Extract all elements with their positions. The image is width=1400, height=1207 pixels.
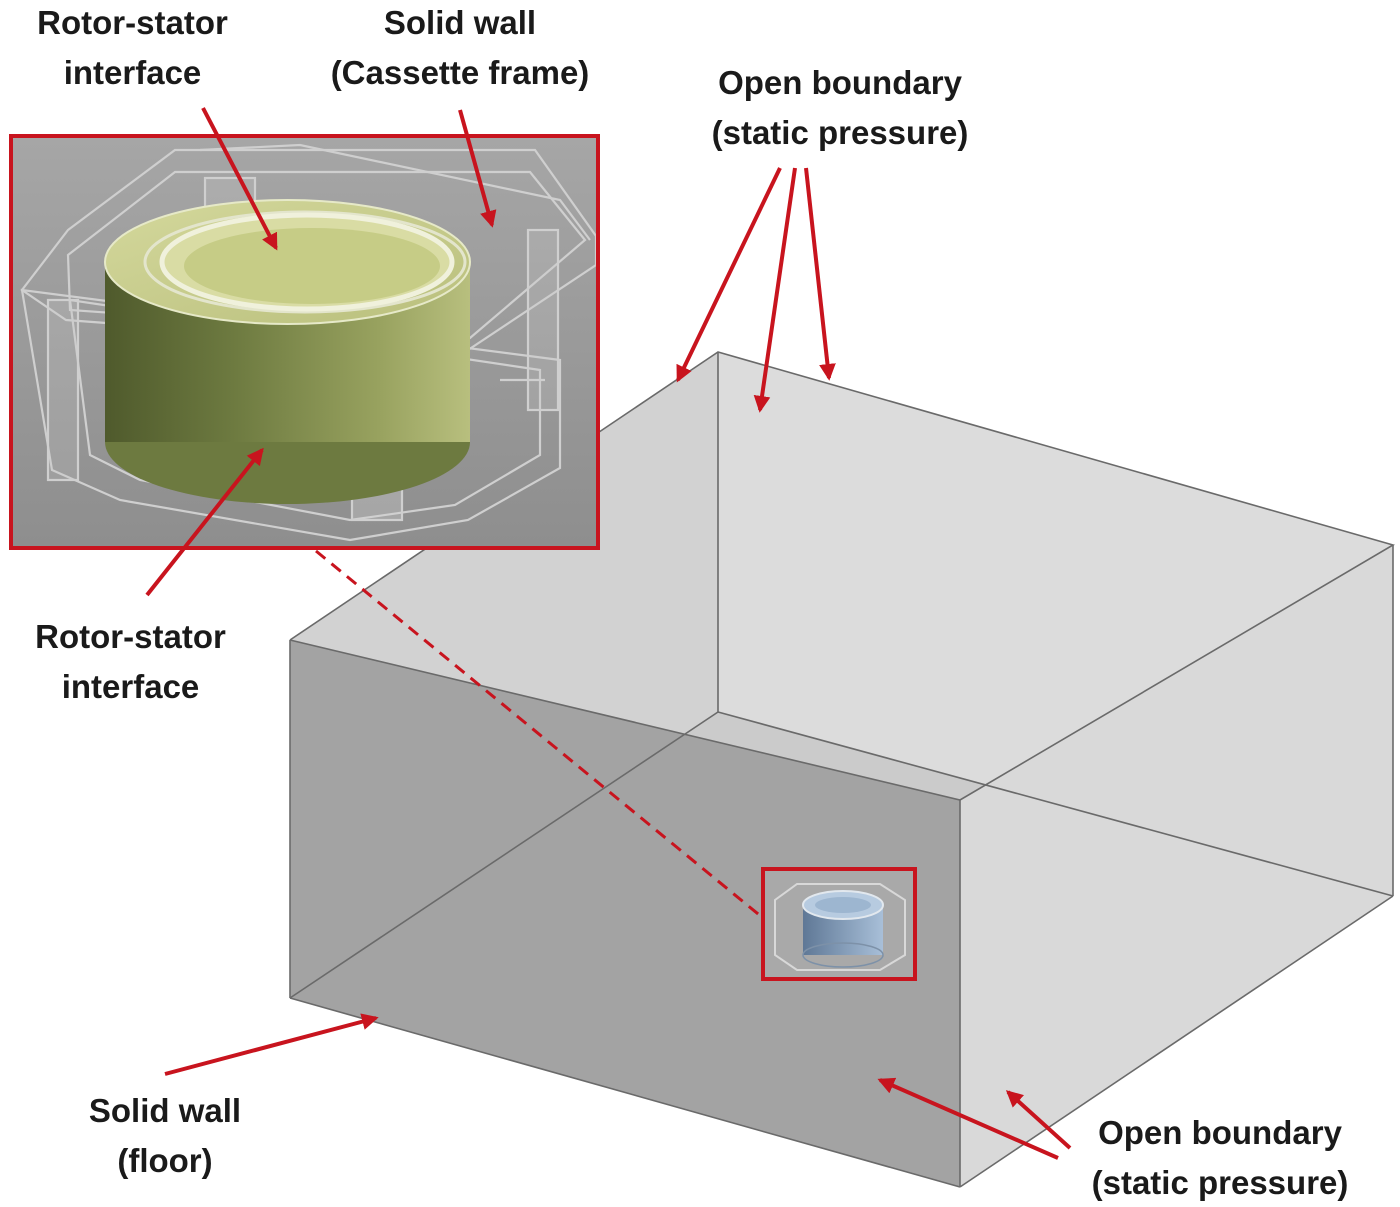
arrow-open-bottom-right	[1005, 1090, 1072, 1150]
label-line: Solid wall	[383, 4, 537, 41]
label-rotor-stator-interface-mid: Rotor-stator interface	[18, 612, 243, 712]
zoom-inset	[9, 134, 600, 550]
annotation-arrows	[145, 107, 1072, 1160]
label-open-boundary-top: Open boundary (static pressure)	[690, 58, 990, 158]
arrow-open-top-3	[804, 167, 836, 381]
arrow-solid-wall-floor	[164, 1013, 379, 1076]
label-line: Rotor-stator	[37, 4, 228, 41]
label-solid-wall-floor: Solid wall (floor)	[60, 1086, 270, 1186]
arrow-rotor-mid	[145, 447, 264, 597]
device-thumbnail	[761, 867, 917, 981]
label-line: (Cassette frame)	[330, 54, 590, 91]
rotor-cylinder	[104, 199, 471, 504]
label-line: Rotor-stator	[35, 618, 226, 655]
arrow-rotor-top	[201, 107, 278, 251]
box-front-face	[290, 640, 960, 1187]
label-line: Open boundary	[718, 64, 962, 101]
label-line: Open boundary	[1098, 1114, 1342, 1151]
zoom-connector-line	[315, 549, 764, 920]
arrow-open-bottom-front	[877, 1077, 1059, 1160]
label-rotor-stator-interface-top: Rotor-stator interface	[20, 0, 245, 98]
arrow-open-top-2	[753, 167, 797, 413]
label-line: interface	[61, 668, 200, 705]
arrow-solid-wall-cassette	[458, 109, 497, 228]
label-line: interface	[63, 54, 202, 91]
label-line: (floor)	[117, 1142, 213, 1179]
label-line: Solid wall	[88, 1092, 242, 1129]
label-solid-wall-cassette: Solid wall (Cassette frame)	[310, 0, 610, 98]
label-line: (static pressure)	[711, 114, 969, 151]
box-right-face	[960, 545, 1393, 1187]
label-open-boundary-bottom: Open boundary (static pressure)	[1070, 1108, 1370, 1207]
label-line: (static pressure)	[1091, 1164, 1349, 1201]
arrow-open-top-1	[676, 167, 782, 383]
